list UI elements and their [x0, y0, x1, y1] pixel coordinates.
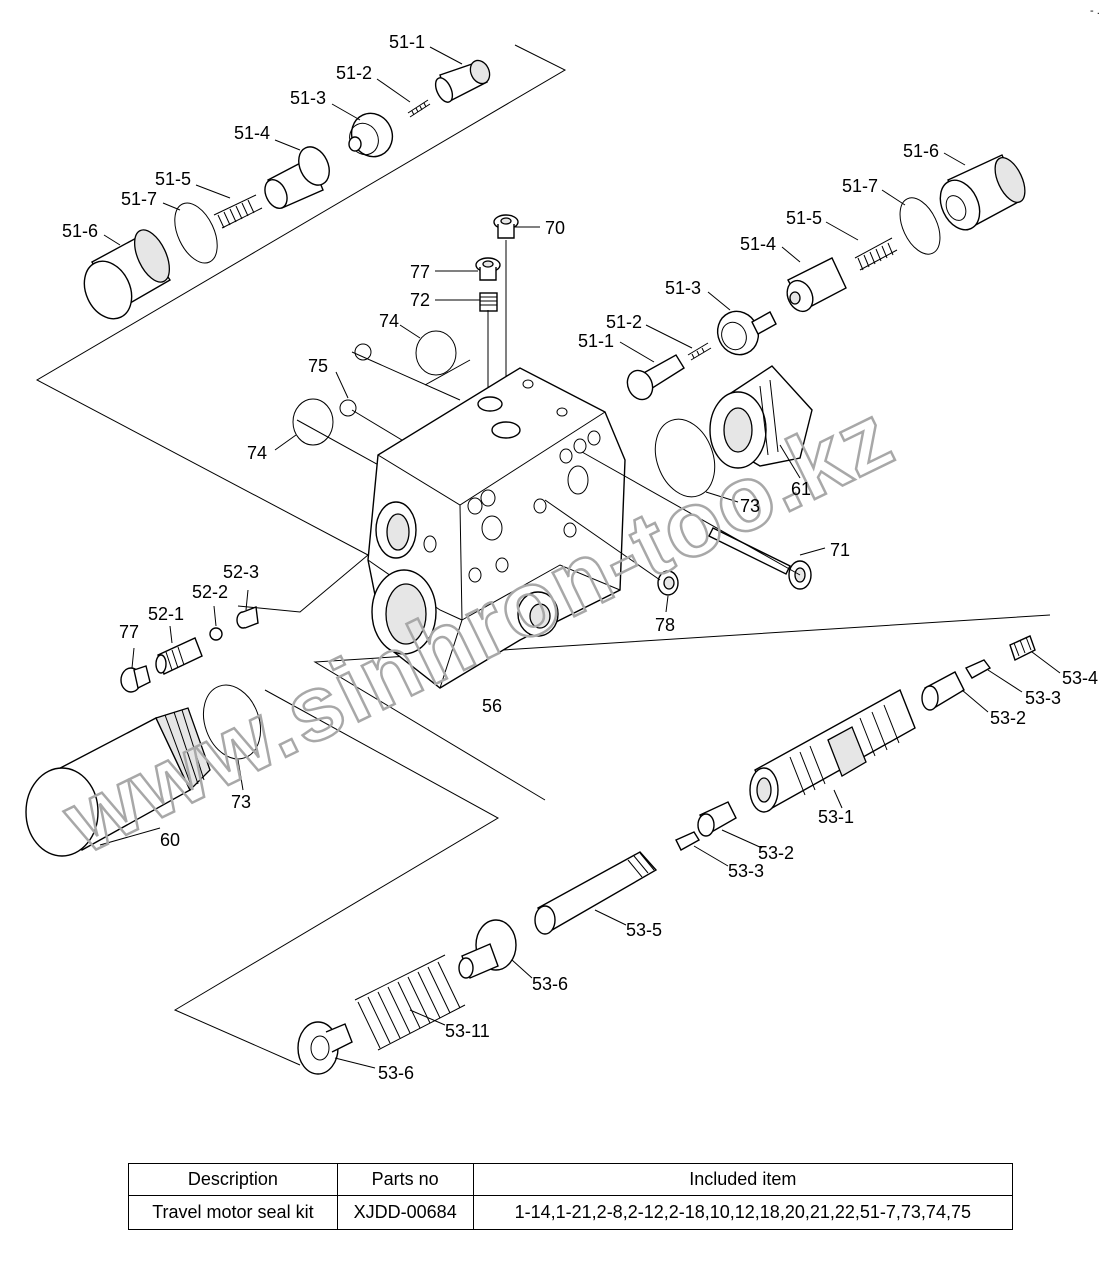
callout-51-2-right: 51-2	[606, 312, 642, 332]
callout-53-11: 53-11	[445, 1021, 490, 1041]
plug-77-left	[120, 665, 151, 693]
callout-73-right: 73	[740, 496, 760, 516]
oring-73-left	[202, 684, 262, 760]
part-51-3-seat-right	[716, 310, 777, 356]
part-51-4-piston-right	[786, 257, 847, 313]
table-header-row: Description Parts no Included item	[128, 1163, 1014, 1196]
relief-valve-right	[626, 154, 1026, 401]
table-row: Travel motor seal kit XJDD-00684 1-14,1-…	[128, 1195, 1014, 1230]
header-included-item: Included item	[472, 1163, 1014, 1196]
header-description: Description	[128, 1163, 338, 1196]
callout-61: 61	[791, 479, 811, 499]
part-51-5-spring	[213, 194, 263, 229]
plug-77-top	[475, 257, 501, 281]
callout-51-4-right: 51-4	[740, 234, 776, 254]
part-51-6-cap-right	[939, 154, 1026, 231]
callout-53-4: 53-4	[1062, 668, 1098, 688]
callout-75: 75	[308, 356, 328, 376]
callout-53-6-b: 53-6	[378, 1063, 414, 1083]
oring-75-top	[354, 343, 372, 361]
callout-51-1-right: 51-1	[578, 331, 614, 351]
part-53-5-pipe	[534, 851, 658, 935]
callout-53-3-a: 53-3	[1025, 688, 1061, 708]
part-53-3-cone-a	[964, 659, 992, 679]
oring-73-right	[654, 418, 716, 498]
oring-74-left	[292, 398, 334, 446]
header-parts-no: Parts no	[336, 1163, 474, 1196]
part-52-1-sleeve	[155, 637, 203, 675]
part-51-6-cap	[83, 229, 172, 320]
callout-51-6-right: 51-6	[903, 141, 939, 161]
part-51-1-poppet-right	[626, 354, 685, 401]
part-53-1-spool	[749, 689, 916, 813]
callout-78: 78	[655, 615, 675, 635]
callout-51-6-top: 51-6	[62, 221, 98, 241]
callout-70: 70	[545, 218, 565, 238]
relief-valve-top	[83, 59, 491, 320]
callout-74-top: 74	[379, 311, 399, 331]
callout-51-4-top: 51-4	[234, 123, 270, 143]
part-53-2-seat-a	[921, 671, 965, 711]
callout-77-left: 77	[119, 622, 139, 642]
callout-77-top: 77	[410, 262, 430, 282]
plug-78	[657, 570, 679, 596]
cover-61	[709, 365, 813, 469]
callout-53-6-a: 53-6	[532, 974, 568, 994]
callout-60: 60	[160, 830, 180, 850]
callout-53-1: 53-1	[818, 807, 854, 827]
part-53-6-retainer-b	[297, 1021, 353, 1075]
part-51-7-oring-right	[899, 197, 941, 255]
part-52-3-seat	[236, 606, 259, 629]
part-51-2-spring	[407, 99, 431, 118]
callout-51-3-right: 51-3	[665, 278, 701, 298]
callout-52-3: 52-3	[223, 562, 259, 582]
leader-lines	[99, 46, 1061, 1069]
callout-52-1: 52-1	[148, 604, 184, 624]
part-51-3-seat	[348, 112, 394, 158]
callout-51-7-top: 51-7	[121, 189, 157, 209]
part-51-7-oring	[174, 202, 218, 264]
ball-52-2	[209, 627, 223, 641]
callout-71: 71	[830, 540, 850, 560]
part-51-4-piston	[264, 146, 330, 209]
callout-51-3-top: 51-3	[290, 88, 326, 108]
plug-60	[25, 707, 211, 857]
callout-51-1-top: 51-1	[389, 32, 425, 52]
part-53-6-retainer-a	[458, 919, 517, 979]
callout-53-2-b: 53-2	[758, 843, 794, 863]
housing-56	[367, 367, 626, 689]
part-51-2-spring-right	[687, 342, 712, 361]
callout-51-5-right: 51-5	[786, 208, 822, 228]
callout-53-2-a: 53-2	[990, 708, 1026, 728]
part-51-1-poppet	[434, 59, 491, 104]
callout-51-5-top: 51-5	[155, 169, 191, 189]
cell-included-item: 1-14,1-21,2-8,2-12,2-18,10,12,18,20,21,2…	[472, 1195, 1014, 1230]
callout-53-3-b: 53-3	[728, 861, 764, 881]
oring-75-bottom	[339, 399, 357, 417]
callout-labels: 51-1 51-2 51-3 51-4 51-5 51-7 51-6 51-6 …	[62, 32, 1098, 1083]
oring-74-top	[415, 330, 457, 376]
callout-52-2: 52-2	[192, 582, 228, 602]
plug-70	[493, 214, 519, 239]
callout-74-left: 74	[247, 443, 267, 463]
cell-description: Travel motor seal kit	[128, 1195, 338, 1230]
part-53-2-seat-b	[697, 801, 737, 837]
seal-kit-table: Description Parts no Included item Trave…	[128, 1163, 1014, 1230]
callout-56: 56	[482, 696, 502, 716]
part-51-5-spring-right	[854, 237, 898, 271]
corner-mark: - .	[1090, 5, 1100, 17]
plug-72	[479, 292, 498, 312]
part-53-3-cone-b	[675, 831, 700, 851]
callout-51-2-top: 51-2	[336, 63, 372, 83]
callout-73-left: 73	[231, 792, 251, 812]
part-53-11-spring	[354, 954, 466, 1051]
part-53-4-plug	[1009, 635, 1036, 661]
cell-parts-no: XJDD-00684	[336, 1195, 474, 1230]
callout-53-5: 53-5	[626, 920, 662, 940]
exploded-parts-diagram: - .	[25, 5, 1100, 1083]
callout-72: 72	[410, 290, 430, 310]
callout-51-7-right: 51-7	[842, 176, 878, 196]
